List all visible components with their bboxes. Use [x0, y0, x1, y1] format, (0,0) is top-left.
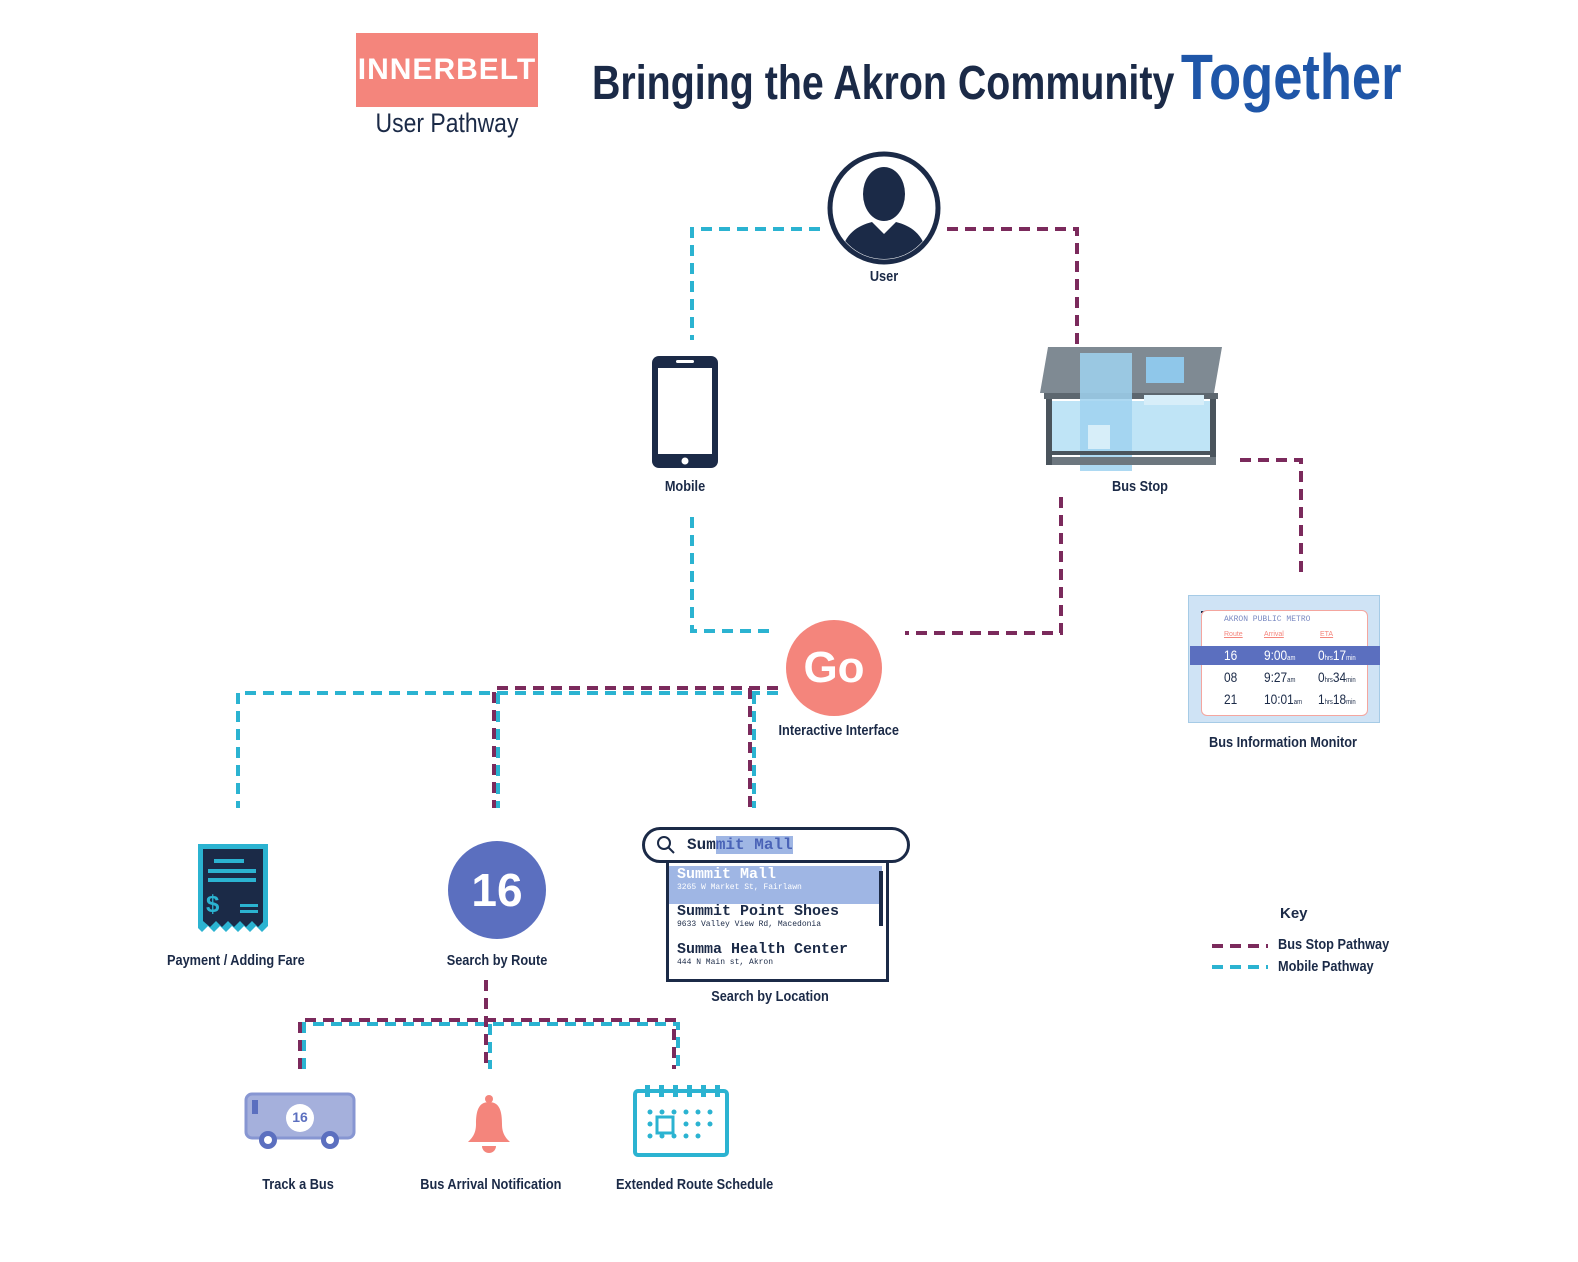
monitor-label: Bus Information Monitor: [1208, 734, 1358, 751]
bus-stop-shelter-icon: [1040, 347, 1222, 471]
route-label: Search by Route: [446, 952, 548, 969]
title-emphasis: Together: [1180, 41, 1402, 113]
monitor-arrival: 10:01am: [1264, 691, 1303, 707]
svg-text:$: $: [206, 891, 220, 918]
monitor-route: 08: [1224, 669, 1238, 685]
track-label: Track a Bus: [262, 1176, 334, 1193]
user-label: User: [869, 268, 899, 285]
dropdown-scrollbar[interactable]: [879, 871, 883, 926]
result-name: Summit Point Shoes: [677, 903, 840, 920]
bus-stop-label: Bus Stop: [1112, 478, 1168, 495]
monitor-arrival: 9:00am: [1264, 647, 1296, 663]
mobile-path-route-children: [302, 1022, 680, 1069]
result-address: 3265 W Market St, Fairlawn: [677, 883, 802, 892]
go-interface-icon: Go: [786, 620, 882, 716]
busstop-path-route-children: [298, 980, 676, 1069]
calendar-icon: [633, 1085, 729, 1157]
key-swatches: [1212, 944, 1268, 969]
search-icon: [657, 836, 675, 854]
mobile-label: Mobile: [664, 478, 706, 495]
bell-icon: [468, 1095, 510, 1153]
key-title: Key: [1280, 905, 1308, 922]
busstop-path-stop-to-go: [905, 497, 1063, 635]
bus-number: 16: [292, 1109, 308, 1125]
payment-label: Payment / Adding Fare: [167, 952, 305, 969]
mobile-path-go-to-payment: [236, 691, 778, 808]
payment-receipt-icon: $: [198, 844, 268, 932]
busstop-path-stop-to-monitor: [1240, 458, 1303, 573]
monitor-eta: 0hrs17min: [1318, 647, 1356, 663]
list-item[interactable]: Summit Point Shoes 9633 Valley View Rd, …: [669, 903, 882, 941]
innerbelt-logo: INNERBELT: [356, 33, 538, 107]
list-item[interactable]: Summa Health Center 444 N Main st, Akron: [669, 941, 882, 979]
monitor-header-route: Route: [1224, 631, 1243, 638]
search-autocomplete: mit Mall: [715, 836, 793, 854]
user-icon: [827, 151, 941, 265]
monitor-route: 21: [1224, 691, 1238, 707]
monitor-title: AKRON PUBLIC METRO: [1224, 615, 1311, 624]
monitor-eta: 0hrs34min: [1318, 669, 1356, 685]
monitor-route: 16: [1224, 647, 1238, 663]
route-number-icon: 16: [448, 841, 546, 939]
monitor-screen: AKRON PUBLIC METRO Route Arrival ETA 16 …: [1190, 610, 1380, 716]
monitor-row: 08 9:27am 0hrs34min: [1190, 668, 1380, 687]
mobile-path-mobile-to-go: [690, 517, 770, 633]
result-address: 444 N Main st, Akron: [677, 958, 774, 967]
schedule-label: Extended Route Schedule: [616, 1176, 774, 1193]
interface-label: Interactive Interface: [778, 722, 899, 739]
search-typed: Sum: [687, 836, 716, 854]
key-mobile-pathway: Mobile Pathway: [1278, 958, 1374, 975]
busstop-path-user-to-stop: [947, 227, 1079, 345]
notification-label: Bus Arrival Notification: [420, 1176, 562, 1193]
monitor-arrival: 9:27am: [1264, 669, 1296, 685]
result-address: 9633 Valley View Rd, Macedonia: [677, 920, 822, 929]
bus-information-monitor: AKRON PUBLIC METRO Route Arrival ETA 16 …: [1188, 595, 1380, 723]
result-name: Summa Health Center: [677, 941, 849, 958]
location-search-bar[interactable]: Summit Mall: [642, 827, 910, 863]
search-results-dropdown: Summit Mall 3265 W Market St, Fairlawn S…: [666, 860, 889, 982]
list-item[interactable]: Summit Mall 3265 W Market St, Fairlawn: [669, 866, 882, 904]
monitor-row: 21 10:01am 1hrs18min: [1190, 690, 1380, 709]
monitor-row: 16 9:00am 0hrs17min: [1190, 646, 1380, 665]
result-name: Summit Mall: [677, 866, 777, 883]
search-input-text: Summit Mall: [687, 836, 793, 854]
title-main: Bringing the Akron Community: [592, 57, 1175, 110]
key-bus-stop-pathway: Bus Stop Pathway: [1278, 936, 1390, 953]
monitor-eta: 1hrs18min: [1318, 691, 1356, 707]
bus-icon: [244, 1092, 356, 1149]
monitor-header-arrival: Arrival: [1264, 631, 1284, 638]
monitor-header-eta: ETA: [1320, 631, 1334, 638]
mobile-phone-icon: [652, 356, 718, 468]
location-label: Search by Location: [711, 988, 829, 1005]
mobile-path-user-to-mobile: [690, 227, 820, 340]
busstop-path-go-to-route: [492, 686, 778, 808]
page-subtitle: User Pathway: [375, 108, 519, 138]
